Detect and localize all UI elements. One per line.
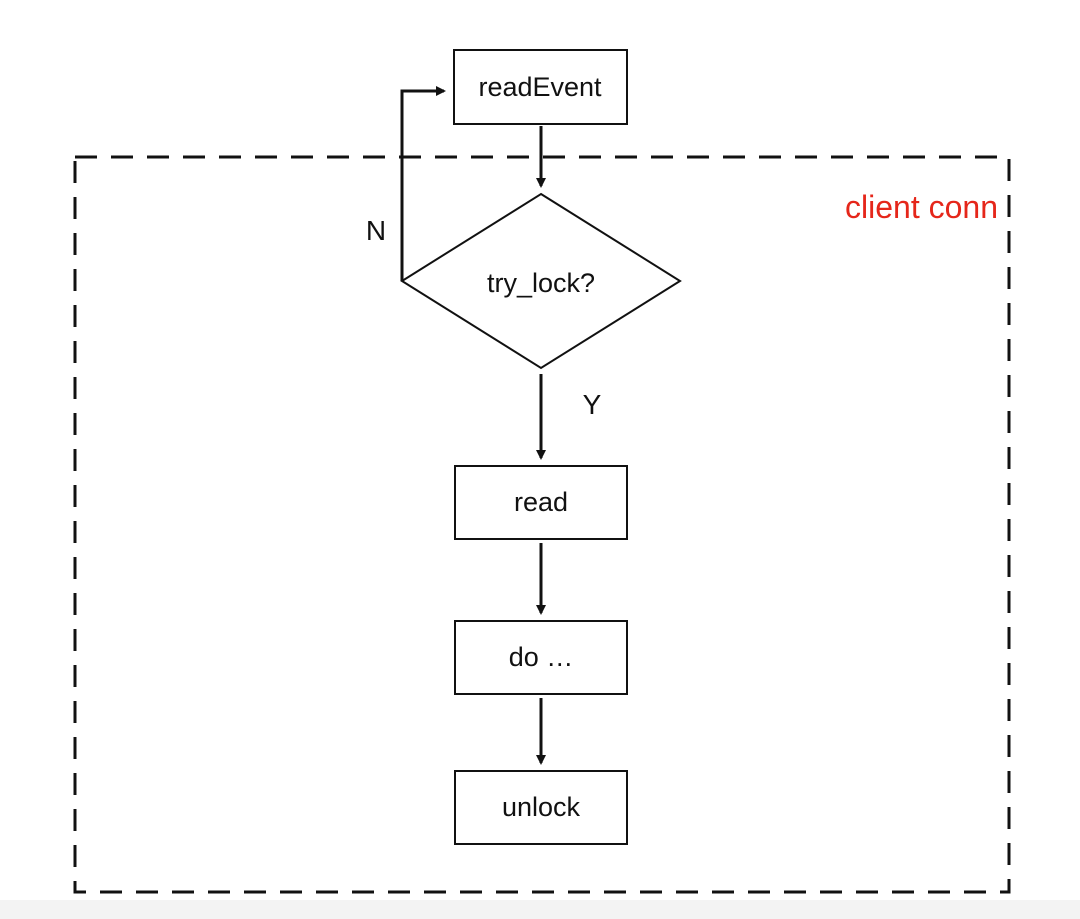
node-read-event-label: readEvent: [478, 72, 602, 102]
node-read: read: [454, 465, 628, 540]
node-unlock-label: unlock: [502, 792, 581, 822]
edge-no-loop-to-read-event: [400, 86, 446, 281]
client-conn-boundary: [73, 155, 1011, 894]
node-read-label: read: [514, 487, 568, 517]
node-do-label: do …: [509, 642, 574, 672]
node-try-lock-label: try_lock?: [487, 268, 595, 298]
node-do: do …: [454, 620, 628, 695]
region-label: client conn: [845, 189, 998, 225]
branch-label-yes: Y: [583, 389, 602, 420]
node-read-event: readEvent: [453, 49, 628, 125]
branch-label-no: N: [366, 215, 386, 246]
node-unlock: unlock: [454, 770, 628, 845]
node-try-lock: try_lock?: [400, 192, 682, 370]
bottom-strip: [0, 900, 1080, 919]
